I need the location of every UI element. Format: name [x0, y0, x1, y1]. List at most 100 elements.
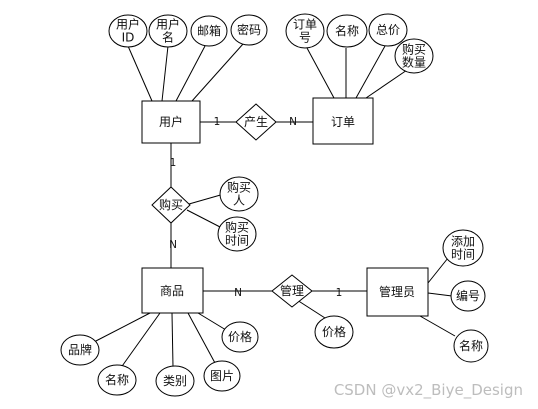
attribute-label-line: 名 [162, 30, 174, 45]
attribute-label-line: 添加 [451, 235, 475, 249]
edge-admin-name [419, 315, 456, 337]
attribute-order-name: 名称 [326, 14, 368, 48]
attribute-order-qty-label: 购买数量 [402, 42, 426, 70]
edge-manage-price [296, 299, 326, 319]
attribute-label-line: 类别 [163, 374, 187, 388]
attribute-purchase-person: 购买人 [219, 176, 259, 212]
attribute-order-no: 订单号 [285, 13, 325, 49]
attribute-label-line: 名称 [459, 338, 483, 353]
connector-lines [91, 43, 456, 370]
attribute-label-line: 名称 [335, 23, 359, 38]
edge-user-password [191, 43, 244, 102]
edge-user-name [161, 45, 169, 102]
cardinality-user-purchase: 1 [170, 157, 177, 169]
edge-product-category [171, 312, 174, 368]
attribute-admin-added-time: 添加时间 [442, 229, 484, 267]
attribute-label-line: 编号 [456, 288, 480, 303]
edge-product-brand [91, 312, 151, 344]
edge-product-image [187, 312, 216, 364]
attribute-admin-added-time-label: 添加时间 [451, 235, 475, 262]
attribute-label-line: 用户 [156, 17, 180, 32]
edge-purchase-person [188, 193, 225, 205]
relationship-produce-label: 产生 [244, 115, 268, 129]
attribute-user-email: 邮箱 [190, 15, 228, 47]
attribute-label-line: 时间 [225, 234, 249, 248]
attribute-product-category-label: 类别 [163, 374, 187, 388]
cardinality-labels: 1 N 1 N N 1 [169, 116, 342, 299]
attribute-product-brand: 品牌 [60, 334, 100, 366]
attribute-user-email-label: 邮箱 [197, 23, 221, 38]
entity-order: 订单 [312, 97, 374, 145]
attribute-label-line: 购买 [225, 220, 249, 235]
attribute-order-qty: 购买数量 [394, 38, 434, 74]
attribute-label-line: 邮箱 [197, 23, 221, 38]
attribute-label-line: 名称 [105, 372, 129, 387]
attribute-user-password: 密码 [230, 14, 268, 46]
attribute-product-image-label: 图片 [210, 369, 234, 383]
attribute-order-name-label: 名称 [335, 23, 359, 38]
entity-user: 用户 [141, 100, 201, 144]
attribute-purchase-person-label: 购买人 [227, 180, 251, 208]
cardinality-user-produce: 1 [214, 116, 221, 128]
attribute-order-total: 总价 [368, 13, 408, 47]
entity-user-label: 用户 [159, 114, 183, 129]
edge-order-no [306, 47, 335, 99]
relationship-manage: 管理 [271, 274, 313, 308]
entity-admin: 管理员 [366, 267, 429, 317]
attribute-label-line: 购买 [227, 180, 251, 195]
attribute-label-line: 品牌 [68, 343, 92, 357]
attribute-product-brand-label: 品牌 [68, 343, 92, 357]
attribute-manage-price: 价格 [314, 315, 354, 349]
relationship-produce: 产生 [235, 103, 277, 141]
attribute-admin-number-label: 编号 [456, 288, 480, 303]
attribute-order-total-label: 总价 [376, 23, 400, 37]
edge-user-email [175, 45, 206, 102]
cardinality-produce-order: N [289, 116, 297, 128]
attribute-label-line: 图片 [210, 369, 234, 383]
attribute-manage-price-label: 价格 [322, 324, 346, 339]
attribute-label-line: 订单 [293, 18, 317, 32]
entity-product-label: 商品 [160, 283, 184, 298]
attribute-label-line: ID [122, 31, 135, 45]
attribute-label-line: 价格 [322, 324, 346, 339]
attribute-user-name-label: 用户名 [156, 17, 180, 45]
attribute-admin-name: 名称 [453, 329, 489, 363]
attribute-label-line: 总价 [376, 23, 400, 37]
edge-admin-number [427, 292, 453, 297]
attribute-order-no-label: 订单号 [293, 18, 317, 45]
attribute-label-line: 购买 [402, 42, 426, 57]
attribute-admin-number: 编号 [450, 280, 486, 312]
edge-admin-added-time [427, 257, 449, 284]
attribute-label-line: 时间 [451, 248, 475, 262]
cardinality-product-manage: N [234, 287, 242, 299]
watermark-text: CSDN @vx2_Biye_Design [334, 381, 523, 400]
attribute-product-price-label: 价格 [228, 329, 252, 344]
edge-product-name [119, 312, 161, 370]
edge-purchase-time [186, 209, 223, 229]
attribute-label-line: 数量 [402, 55, 426, 70]
attribute-purchase-time-label: 购买时间 [225, 220, 249, 248]
edge-user-id [127, 45, 153, 102]
relationship-purchase-label: 购买 [159, 197, 183, 212]
edge-order-total [355, 45, 386, 99]
entity-product: 商品 [141, 267, 204, 314]
cardinality-manage-admin: 1 [336, 287, 343, 299]
attribute-label-line: 人 [233, 194, 245, 208]
attribute-user-password-label: 密码 [237, 22, 261, 37]
attribute-product-name: 名称 [97, 364, 137, 396]
attribute-user-name: 用户名 [148, 14, 188, 48]
attribute-label-line: 密码 [237, 22, 261, 37]
edge-order-qty [365, 67, 411, 99]
entity-order-label: 订单 [331, 115, 355, 129]
relationship-manage-label: 管理 [280, 283, 304, 298]
attribute-admin-name-label: 名称 [459, 338, 483, 353]
entity-admin-label: 管理员 [379, 284, 415, 299]
attribute-product-category: 类别 [155, 365, 195, 397]
attribute-label-line: 号 [299, 31, 311, 45]
attribute-purchase-time: 购买时间 [217, 216, 257, 252]
relationship-purchase: 购买 [151, 186, 191, 224]
